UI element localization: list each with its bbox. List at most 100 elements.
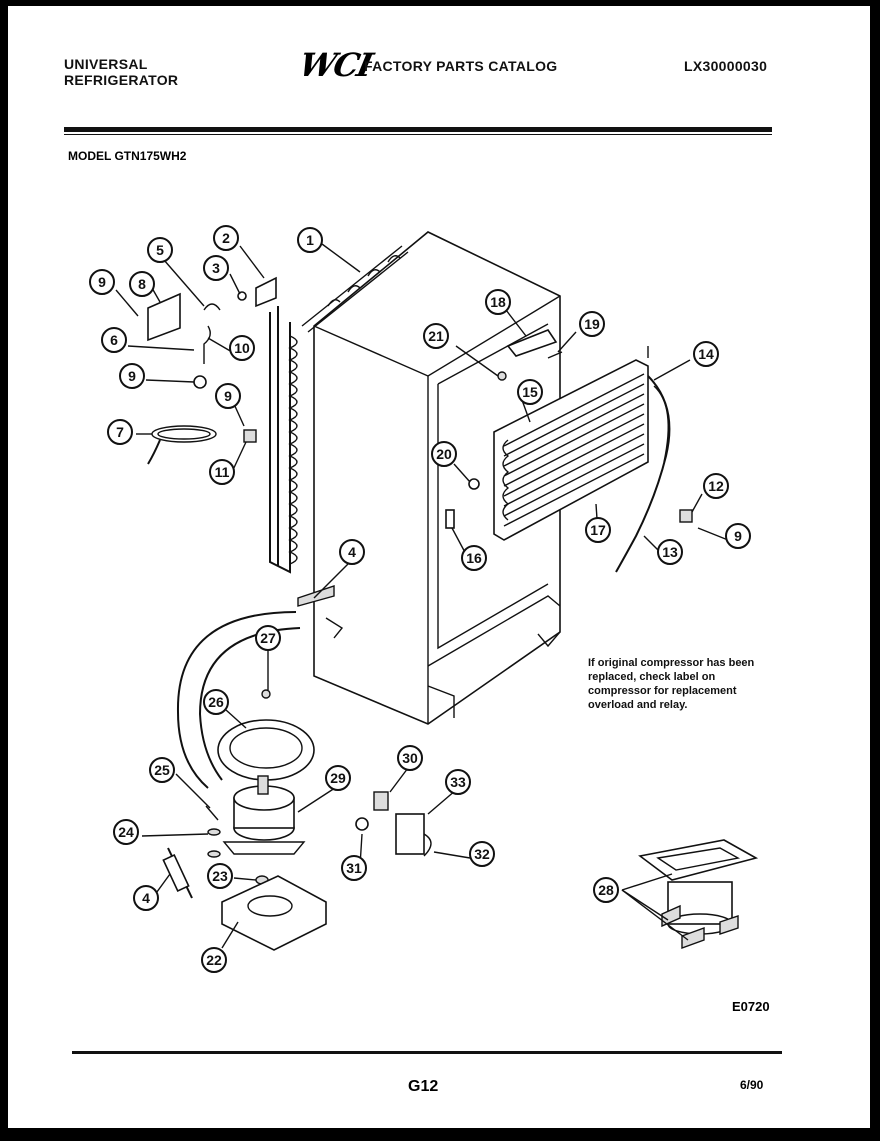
diagram-code: E0720 — [732, 999, 770, 1014]
refrigerator-cabinet — [313, 231, 561, 725]
callout-9d: 9 — [725, 523, 751, 549]
svg-text:16: 16 — [466, 550, 482, 566]
evaporator — [493, 359, 671, 573]
svg-text:24: 24 — [118, 824, 134, 840]
catalog-code: LX30000030 — [684, 58, 768, 74]
svg-text:9: 9 — [128, 368, 136, 384]
brand-name: UNIVERSAL REFRIGERATOR — [64, 56, 178, 88]
relay-overload — [355, 791, 432, 857]
svg-text:4: 4 — [142, 890, 150, 906]
drain-pan — [217, 689, 315, 781]
page-number: G12 — [408, 1078, 439, 1095]
callout-33: 33 — [445, 769, 471, 795]
model-label: MODEL GTN175WH2 — [68, 149, 187, 163]
filter-drier — [162, 847, 193, 899]
svg-text:17: 17 — [590, 522, 606, 538]
svg-text:13: 13 — [662, 544, 678, 560]
svg-text:8: 8 — [138, 276, 146, 292]
svg-text:32: 32 — [474, 846, 490, 862]
part-callouts: 1 2 3 4 4 5 6 7 8 9 9 9 9 10 11 12 13 14… — [89, 225, 751, 973]
callout-12: 12 — [703, 473, 729, 499]
callout-3: 3 — [203, 255, 229, 281]
callout-32: 32 — [469, 841, 495, 867]
callout-9a: 9 — [89, 269, 115, 295]
svg-text:4: 4 — [348, 544, 356, 560]
callout-18: 18 — [485, 289, 511, 315]
header-rule — [64, 127, 772, 132]
brand-line-1: UNIVERSAL — [64, 56, 148, 72]
thermostat-parts — [147, 276, 277, 465]
callout-4b: 4 — [133, 885, 159, 911]
callout-30: 30 — [397, 745, 423, 771]
svg-text:9: 9 — [224, 388, 232, 404]
callout-16: 16 — [461, 545, 487, 571]
callout-28: 28 — [593, 877, 619, 903]
svg-text:3: 3 — [212, 260, 220, 276]
svg-text:30: 30 — [402, 750, 418, 766]
condenser-coil — [269, 245, 409, 574]
callout-6: 6 — [101, 327, 127, 353]
svg-text:2: 2 — [222, 230, 230, 246]
svg-text:12: 12 — [708, 478, 724, 494]
svg-text:23: 23 — [212, 868, 228, 884]
svg-text:9: 9 — [98, 274, 106, 290]
svg-text:18: 18 — [490, 294, 506, 310]
callout-8: 8 — [129, 271, 155, 297]
brand-line-2: REFRIGERATOR — [64, 72, 179, 88]
svg-text:14: 14 — [698, 346, 714, 362]
callout-1: 1 — [297, 227, 323, 253]
footer-rule — [72, 1051, 782, 1054]
svg-text:10: 10 — [234, 340, 250, 356]
header-rule-thin — [64, 134, 772, 135]
svg-text:15: 15 — [522, 384, 538, 400]
callout-15: 15 — [517, 379, 543, 405]
callout-7: 7 — [107, 419, 133, 445]
callout-21: 21 — [423, 323, 449, 349]
callout-25: 25 — [149, 757, 175, 783]
svg-text:1: 1 — [306, 232, 314, 248]
svg-text:11: 11 — [215, 464, 230, 480]
callout-9c: 9 — [215, 383, 241, 409]
callout-2: 2 — [213, 225, 239, 251]
callout-11: 11 — [209, 459, 235, 485]
parts-catalog-page: 1 2 3 4 4 5 6 7 8 9 9 9 9 10 11 12 13 14… — [8, 6, 870, 1128]
callout-14: 14 — [693, 341, 719, 367]
callout-24: 24 — [113, 819, 139, 845]
misc-small-parts — [445, 329, 693, 529]
callout-29: 29 — [325, 765, 351, 791]
callout-23: 23 — [207, 863, 233, 889]
compressor-note: If original compressor has been replaced… — [588, 657, 755, 711]
compressor-base — [221, 875, 327, 951]
svg-text:22: 22 — [206, 952, 222, 968]
svg-text:25: 25 — [154, 762, 170, 778]
callout-20: 20 — [431, 441, 457, 467]
svg-text:20: 20 — [436, 446, 452, 462]
callout-17: 17 — [585, 517, 611, 543]
callout-9b: 9 — [119, 363, 145, 389]
svg-text:31: 31 — [346, 860, 362, 876]
exploded-parts-diagram: 1 2 3 4 4 5 6 7 8 9 9 9 9 10 11 12 13 14… — [89, 225, 759, 973]
callout-31: 31 — [341, 855, 367, 881]
svg-text:19: 19 — [584, 316, 600, 332]
callout-22: 22 — [201, 947, 227, 973]
callout-26: 26 — [203, 689, 229, 715]
wci-logo: WCI — [295, 46, 375, 84]
svg-text:28: 28 — [598, 882, 614, 898]
svg-text:26: 26 — [208, 694, 224, 710]
svg-text:21: 21 — [428, 328, 444, 344]
callout-27: 27 — [255, 625, 281, 651]
svg-text:5: 5 — [156, 242, 164, 258]
svg-text:9: 9 — [734, 528, 742, 544]
svg-text:33: 33 — [450, 774, 466, 790]
callout-4a: 4 — [339, 539, 365, 565]
catalog-title: FACTORY PARTS CATALOG — [364, 58, 558, 74]
catalog-date: 6/90 — [740, 1078, 764, 1092]
callout-5: 5 — [147, 237, 173, 263]
compressor — [205, 775, 306, 885]
replacement-compressor — [638, 839, 759, 949]
callout-19: 19 — [579, 311, 605, 337]
svg-text:6: 6 — [110, 332, 118, 348]
svg-text:27: 27 — [260, 630, 276, 646]
svg-text:7: 7 — [116, 424, 124, 440]
callout-10: 10 — [229, 335, 255, 361]
